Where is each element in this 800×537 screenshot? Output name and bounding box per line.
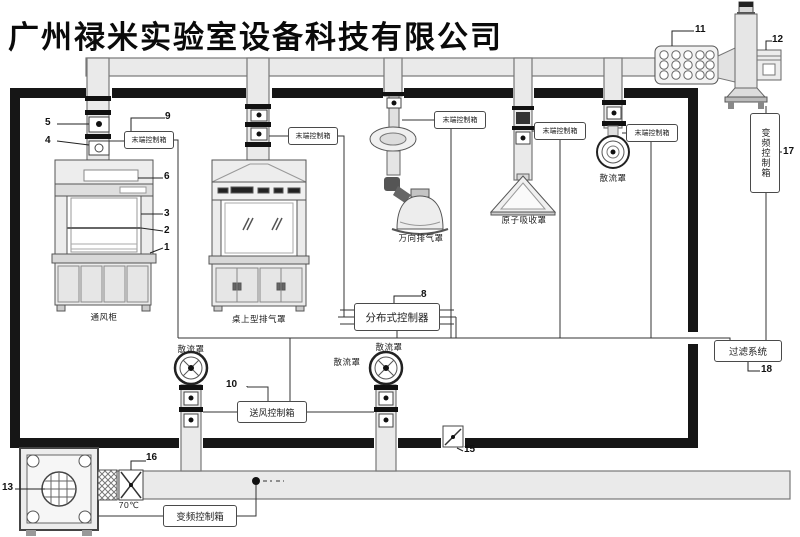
- callout-16: 16: [146, 452, 158, 463]
- silencer: [654, 45, 736, 85]
- control-wiring: [98, 106, 767, 517]
- callout-5: 5: [45, 117, 51, 128]
- callout-1: 1: [164, 242, 170, 253]
- terminal-control-box-5: 末端控制箱: [626, 124, 678, 142]
- junction-dot: [252, 477, 260, 485]
- callout-18: 18: [761, 364, 773, 375]
- filter-section: [97, 469, 118, 501]
- exhaust-diffuser: [596, 135, 630, 169]
- roof-exhaust-fan: [724, 1, 782, 109]
- fume-hood-label: 通风柜: [90, 312, 118, 322]
- terminal-control-box-1: 末端控制箱: [124, 131, 174, 149]
- callout-11: 11: [695, 24, 706, 35]
- universal-exhaust-hood-label: 万向排气罩: [398, 233, 444, 243]
- diffuser-top-right-label: 散流罩: [599, 173, 627, 183]
- diffuser-supply-right-label-2: 散流罩: [333, 357, 361, 367]
- supply-air-control-box: 送风控制箱: [237, 401, 307, 423]
- callout-10: 10: [226, 379, 238, 390]
- vfd-control-box-right: 变频控制箱: [750, 113, 780, 193]
- vav-dampers: [85, 92, 626, 428]
- fire-damper-temp-label: 70℃: [118, 500, 140, 510]
- callout-15: 15: [464, 444, 476, 455]
- air-handling-unit: [19, 447, 144, 536]
- distributed-controller: 分布式控制器: [354, 303, 440, 331]
- wall-transfer-damper: [442, 425, 464, 448]
- callout-17: 17: [783, 146, 795, 157]
- callout-9: 9: [165, 111, 171, 122]
- terminal-control-box-4: 末端控制箱: [534, 122, 586, 140]
- company-title: 广州禄米实验室设备科技有限公司: [8, 20, 503, 55]
- atomic-absorption-canopy: [489, 173, 557, 216]
- diffuser-supply-left-label: 散流罩: [177, 344, 205, 354]
- callout-leaders: [15, 30, 782, 490]
- universal-exhaust-arm: [369, 126, 449, 235]
- terminal-control-box-3: 末端控制箱: [434, 111, 486, 129]
- callout-2: 2: [164, 225, 170, 236]
- benchtop-hood: [208, 159, 310, 312]
- benchtop-hood-label: 桌上型排气罩: [231, 314, 287, 324]
- callout-12: 12: [772, 34, 784, 45]
- atomic-absorption-hood-label: 原子吸收罩: [501, 215, 547, 225]
- fume-hood: [51, 159, 157, 312]
- callout-8: 8: [421, 289, 427, 300]
- room-walls: [10, 88, 698, 448]
- terminal-control-box-2: 末端控制箱: [288, 127, 338, 145]
- vfd-control-box: 变频控制箱: [163, 505, 237, 527]
- callout-13: 13: [2, 482, 14, 493]
- callout-6: 6: [164, 171, 170, 182]
- supply-diffusers: [173, 350, 404, 386]
- filter-system-box: 过滤系统: [714, 340, 782, 362]
- callout-4: 4: [45, 135, 51, 146]
- callout-3: 3: [164, 208, 170, 219]
- diffuser-supply-right-label: 散流罩: [375, 342, 403, 352]
